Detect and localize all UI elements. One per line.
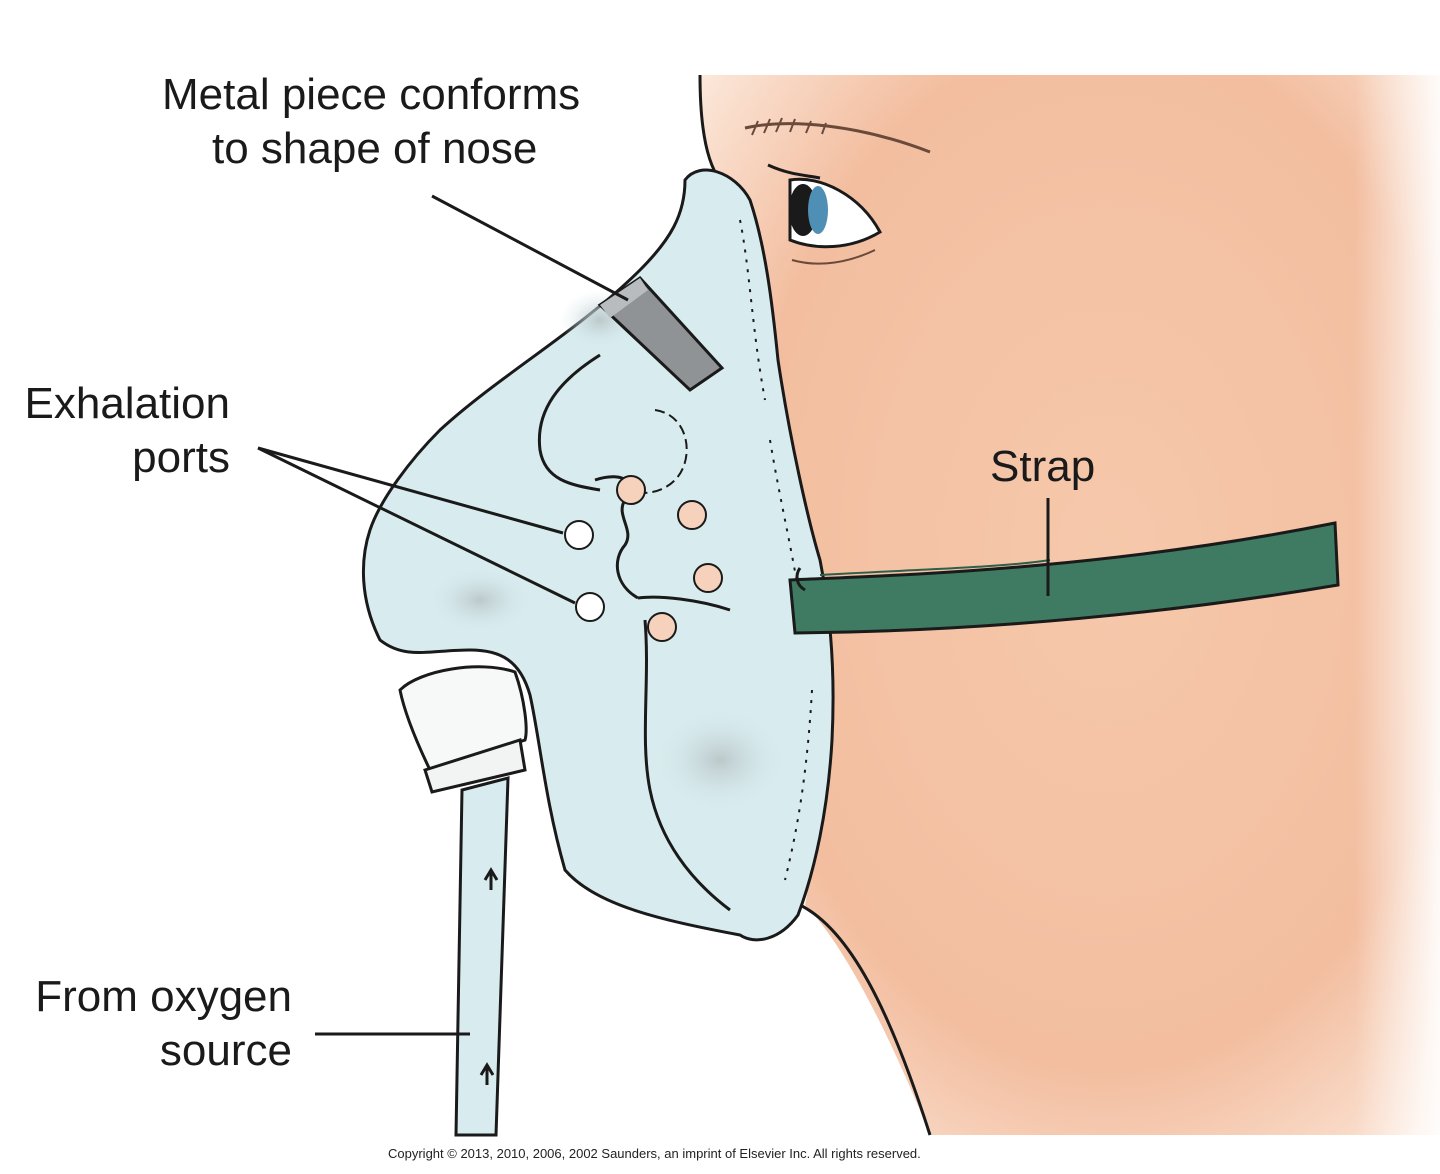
exhalation-ports-label: Exhalation ports xyxy=(6,377,230,485)
exhalation-ports-label-line1: Exhalation xyxy=(24,379,230,428)
copyright-notice: Copyright © 2013, 2010, 2006, 2002 Saund… xyxy=(388,1146,921,1161)
flow-arrow-icon xyxy=(479,1062,495,1085)
exhalation-port xyxy=(677,500,707,530)
exhalation-port xyxy=(616,475,646,505)
oxygen-source-label-line1: From oxygen xyxy=(35,972,292,1021)
strap xyxy=(788,521,1340,635)
exhalation-ports xyxy=(564,475,723,642)
oxygen-source-label-line2: source xyxy=(159,1026,292,1075)
exhalation-leader-line xyxy=(257,446,564,535)
exhalation-port xyxy=(575,592,605,622)
flow-arrow-icon xyxy=(483,867,499,890)
exhalation-port xyxy=(564,520,594,550)
metal-piece-label: Metal piece conforms to shape of nose xyxy=(162,68,580,176)
tube-connector xyxy=(398,665,528,794)
metal-piece-label-line2: to shape of nose xyxy=(212,124,538,173)
oxygen-tube xyxy=(454,776,510,1137)
metal-piece-leader-line xyxy=(431,194,629,302)
exhalation-leader-line xyxy=(257,446,576,605)
eyebrow xyxy=(744,122,931,154)
exhalation-port xyxy=(693,563,723,593)
metal-piece-label-line1: Metal piece conforms xyxy=(162,70,581,119)
exhalation-ports-label-line2: ports xyxy=(132,433,230,482)
chin-outline xyxy=(799,903,932,1136)
oxygen-source-label: From oxygen source xyxy=(8,970,292,1078)
eye-icon xyxy=(767,163,883,265)
strap-label: Strap xyxy=(990,442,1096,491)
exhalation-port xyxy=(647,612,677,642)
